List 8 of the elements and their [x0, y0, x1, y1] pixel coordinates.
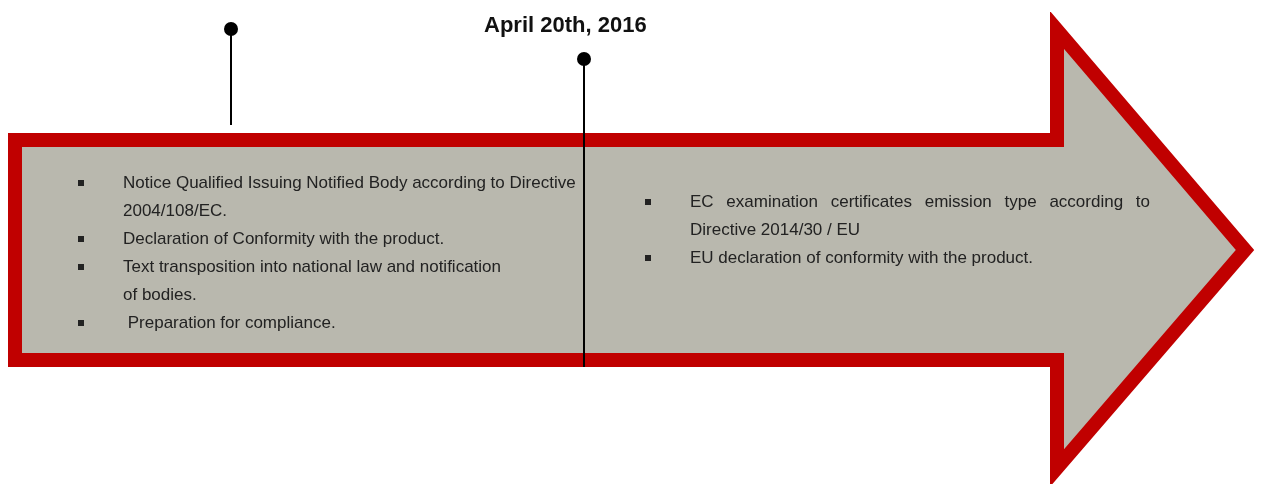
bullet-item: Declaration of Conformity with the product. [78, 225, 588, 253]
bullet-item: EC examination certificates emission type according to Directive 2014/30 / EU [645, 188, 1150, 244]
bullet-item: Preparation for compliance. [78, 309, 588, 337]
bullet-item: EU declaration of conformity with the product. [645, 244, 1150, 272]
date-label: April 20th, 2016 [484, 12, 647, 38]
arrow-shape [8, 12, 1255, 484]
bullet-item: Notice Qualified Issuing Notified Body according to Directive 2004/108/EC. [78, 169, 588, 225]
bullet-item: Text transposition into national law and notification of bodies. [78, 253, 518, 309]
